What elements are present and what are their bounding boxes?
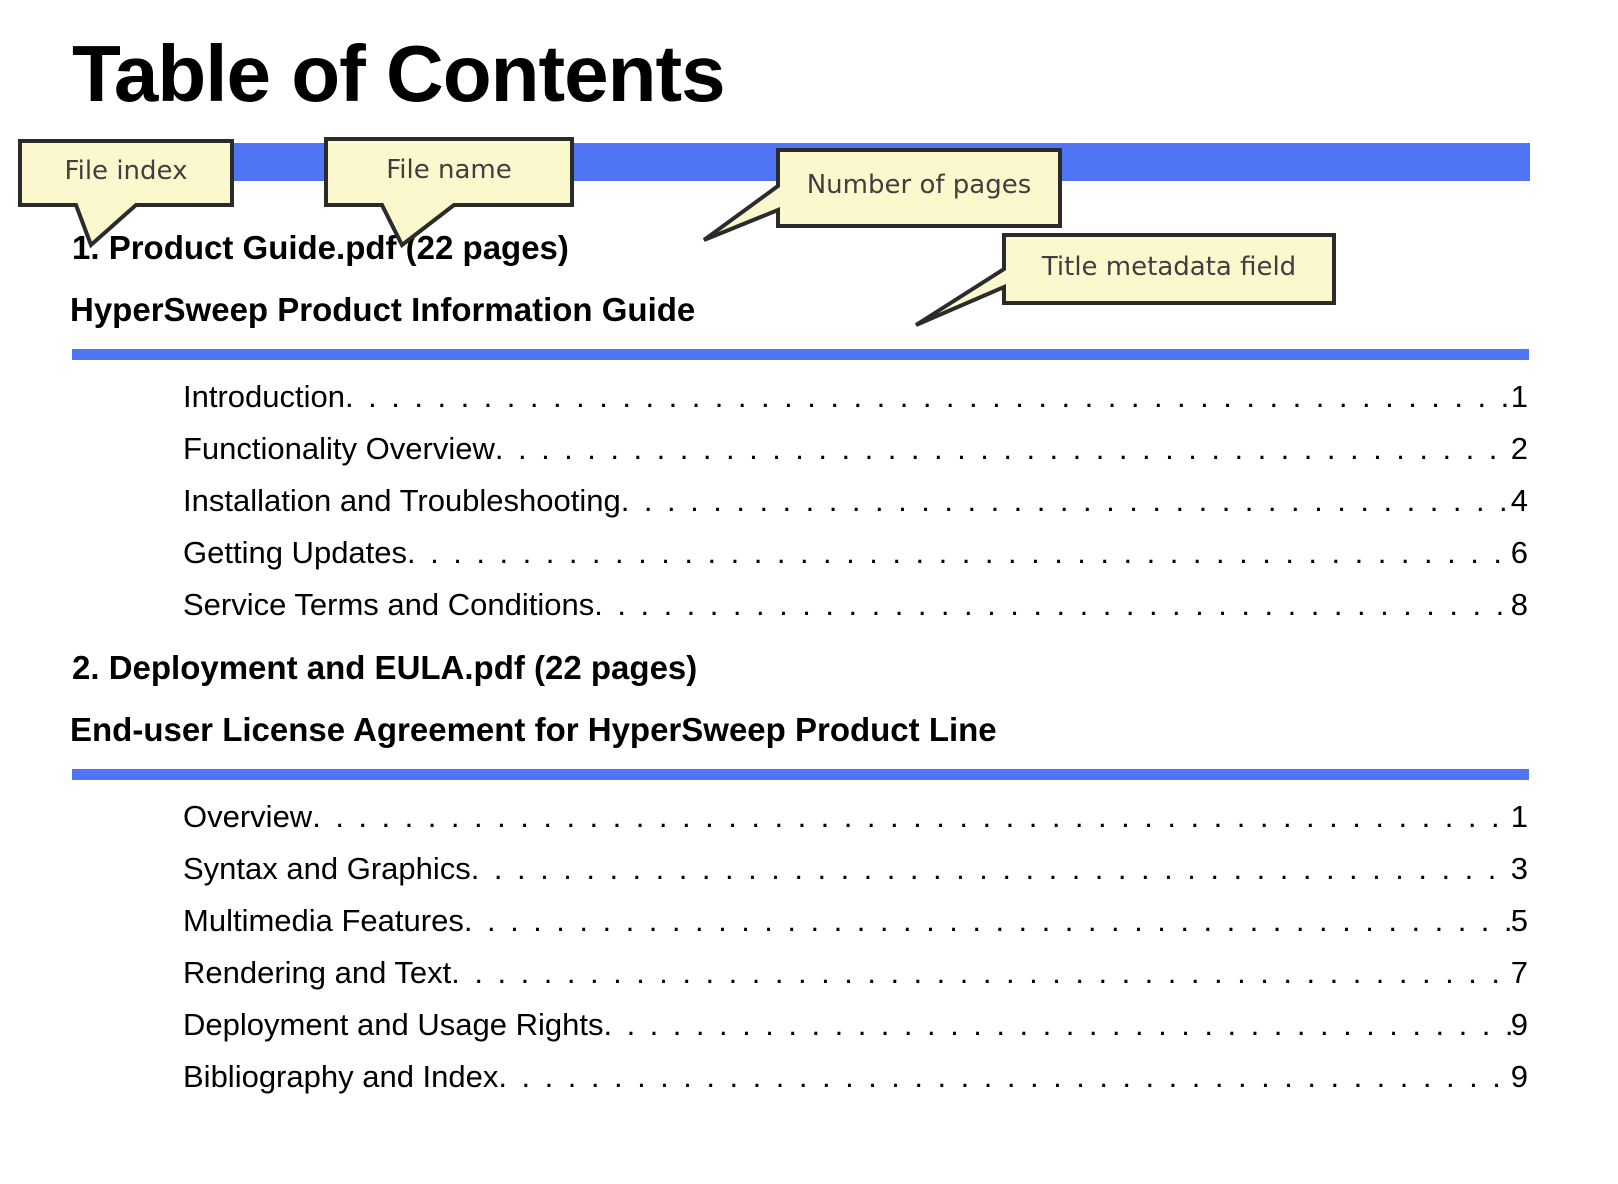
callout-title-metadata-field: Title metadata field	[912, 233, 1336, 353]
toc-entry-row[interactable]: Getting Updates.........................…	[183, 535, 1528, 587]
callout-file-index: File index	[18, 139, 234, 299]
toc-entry-label: Getting Updates	[183, 535, 408, 570]
section-1-file-heading: 1. Product Guide.pdf (22 pages)	[72, 229, 569, 266]
toc-entry-label: Overview	[183, 799, 313, 834]
toc-entry-row[interactable]: Service Terms and Conditions............…	[183, 587, 1528, 639]
section-2-title-metadata: End-user License Agreement for HyperSwee…	[70, 711, 997, 748]
toc-entry-row[interactable]: Installation and Troubleshooting........…	[183, 483, 1528, 535]
toc-entry-page-number: 3	[1510, 851, 1528, 886]
toc-dot-leader: ........................................…	[603, 1009, 1510, 1040]
section-1-rule	[72, 349, 1529, 360]
section-2-rule	[72, 769, 1529, 780]
callout-file-index-label: File index	[64, 156, 188, 186]
toc-dot-leader: ........................................…	[498, 1061, 1511, 1092]
section-2-file-heading: 2. Deployment and EULA.pdf (22 pages)	[72, 649, 698, 686]
toc-entry-page-number: 1	[1510, 799, 1528, 834]
toc-entry-page-number: 1	[1510, 379, 1528, 414]
toc-entry-row[interactable]: Deployment and Usage Rights.............…	[183, 1007, 1528, 1059]
toc-entry-label: Deployment and Usage Rights	[183, 1007, 604, 1042]
toc-entry-page-number: 5	[1510, 903, 1528, 938]
toc-entry-row[interactable]: Introduction............................…	[183, 379, 1528, 431]
toc-entry-label: Multimedia Features	[183, 903, 464, 938]
section-1-title-metadata: HyperSweep Product Information Guide	[70, 291, 696, 328]
page-title: Table of Contents	[72, 29, 726, 118]
section-2-toc-list: Overview................................…	[183, 799, 1528, 1111]
toc-entry-row[interactable]: Functionality Overview..................…	[183, 431, 1528, 483]
toc-entry-page-number: 6	[1510, 535, 1528, 570]
toc-entry-page-number: 9	[1510, 1059, 1528, 1094]
toc-entry-page-number: 2	[1510, 431, 1528, 466]
toc-entry-page-number: 8	[1510, 587, 1528, 622]
toc-entry-row[interactable]: Bibliography and Index..................…	[183, 1059, 1528, 1111]
toc-entry-row[interactable]: Syntax and Graphics.....................…	[183, 851, 1528, 903]
toc-entry-label: Service Terms and Conditions	[183, 587, 595, 622]
toc-entry-label: Installation and Troubleshooting	[183, 483, 621, 518]
toc-dot-leader: ........................................…	[494, 433, 1511, 464]
toc-entry-label: Introduction	[183, 379, 345, 414]
toc-dot-leader: ........................................…	[407, 537, 1511, 568]
toc-entry-label: Functionality Overview	[183, 431, 495, 466]
toc-entry-row[interactable]: Overview................................…	[183, 799, 1528, 851]
toc-entry-label: Bibliography and Index	[183, 1059, 499, 1094]
toc-dot-leader: ........................................…	[451, 957, 1511, 988]
toc-entry-label: Syntax and Graphics	[183, 851, 471, 886]
callout-title-metadata-field-label: Title metadata field	[1041, 252, 1297, 282]
callout-number-of-pages-label: Number of pages	[806, 170, 1032, 200]
toc-entry-page-number: 7	[1510, 955, 1528, 990]
toc-dot-leader: ........................................…	[463, 905, 1511, 936]
toc-dot-leader: ........................................…	[312, 801, 1511, 832]
section-1-toc-list: Introduction............................…	[183, 379, 1528, 639]
toc-entry-page-number: 9	[1510, 1007, 1528, 1042]
callout-file-name: File name	[324, 137, 574, 297]
toc-dot-leader: ........................................…	[594, 589, 1511, 620]
toc-dot-leader: ........................................…	[620, 485, 1511, 516]
toc-entry-label: Rendering and Text	[183, 955, 452, 990]
toc-dot-leader: ........................................…	[345, 381, 1511, 412]
callout-file-name-label: File name	[386, 155, 512, 185]
toc-dot-leader: ........................................…	[470, 853, 1511, 884]
toc-entry-row[interactable]: Rendering and Text......................…	[183, 955, 1528, 1007]
toc-entry-row[interactable]: Multimedia Features.....................…	[183, 903, 1528, 955]
callout-number-of-pages: Number of pages	[700, 148, 1062, 268]
toc-entry-page-number: 4	[1510, 483, 1528, 518]
